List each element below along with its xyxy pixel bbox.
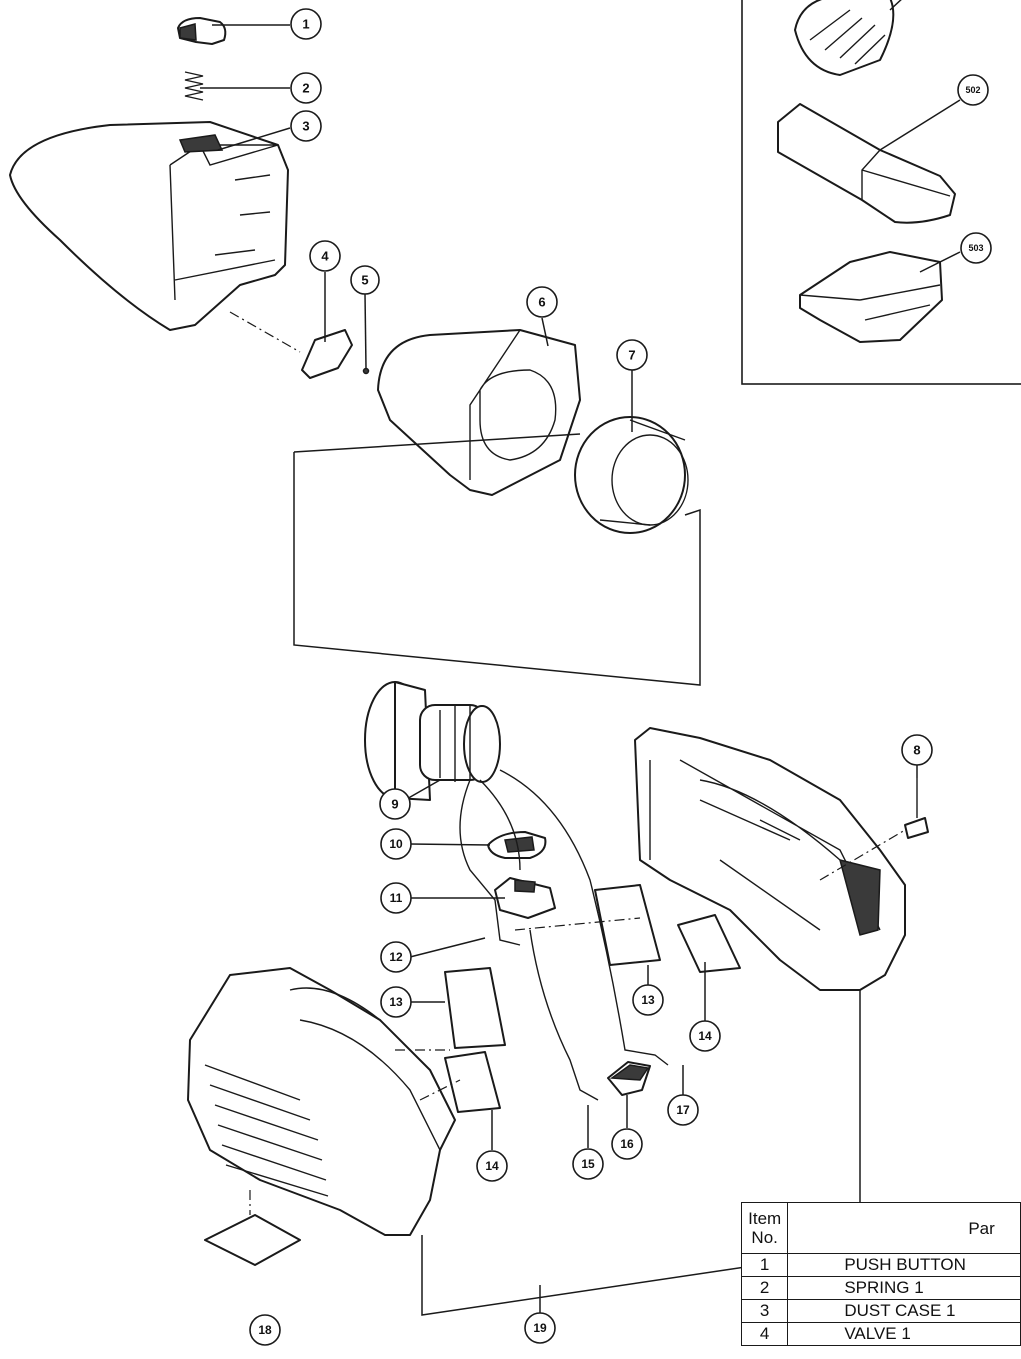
accessory-inset [741, 0, 1021, 385]
svg-text:9: 9 [391, 797, 398, 812]
table-row: 2 SPRING 1 [740, 1276, 1021, 1300]
motor-part [364, 681, 501, 801]
right-handle-housing [634, 727, 906, 991]
filter-cup-part [574, 416, 686, 534]
item-no-header: Item No. [740, 1202, 789, 1254]
wiring-part [459, 769, 669, 1101]
filter-pad-part [594, 884, 661, 966]
svg-text:11: 11 [390, 891, 403, 905]
item-no-cell: 1 [740, 1253, 789, 1277]
svg-text:1: 1 [302, 17, 309, 32]
svg-text:19: 19 [533, 1321, 547, 1335]
callout-11: 11 [380, 882, 412, 914]
left-shell [187, 967, 456, 1236]
svg-text:3: 3 [302, 119, 309, 134]
callout-503: 503 [960, 232, 992, 264]
svg-text:2: 2 [302, 81, 309, 96]
part-name-cell: VALVE 1 [787, 1322, 1021, 1346]
part-name-cell: SPRING 1 [787, 1276, 1021, 1300]
svg-text:6: 6 [538, 295, 545, 310]
switch-part [494, 877, 556, 919]
svg-text:8: 8 [913, 743, 920, 758]
svg-text:5: 5 [361, 273, 368, 288]
callout-19: 19 [524, 1312, 556, 1344]
item-no-cell: 3 [740, 1299, 789, 1323]
callout-14-left: 14 [476, 1150, 508, 1182]
callout-18: 18 [249, 1314, 281, 1346]
callout-10: 10 [380, 828, 412, 860]
table-header-row: Item No. Par [740, 1202, 1021, 1254]
dust-case-part [9, 121, 289, 331]
part-name-cell: DUST CASE 1 [787, 1299, 1021, 1323]
svg-text:503: 503 [968, 243, 983, 253]
callout-3: 3 [290, 110, 322, 142]
callout-16: 16 [611, 1128, 643, 1160]
svg-text:7: 7 [628, 348, 635, 363]
svg-text:16: 16 [620, 1137, 634, 1151]
screw-part [904, 817, 929, 839]
callout-4: 4 [309, 240, 341, 272]
callout-leaders [200, 24, 918, 1150]
spring-part [184, 71, 204, 101]
parts-list-table: Item No. Par 1 PUSH BUTTON 2 SPRING 1 3 … [740, 1202, 1021, 1346]
part-name-cell: PUSH BUTTON [787, 1253, 1021, 1277]
table-row: 1 PUSH BUTTON [740, 1253, 1021, 1277]
svg-text:502: 502 [965, 85, 980, 95]
callout-13-left: 13 [380, 986, 412, 1018]
callout-9: 9 [379, 788, 411, 820]
part-name-header: Par [787, 1202, 1021, 1254]
svg-text:13: 13 [641, 993, 655, 1007]
table-row: 4 VALVE 1 [740, 1322, 1021, 1346]
svg-text:14: 14 [698, 1029, 712, 1043]
svg-text:15: 15 [581, 1157, 595, 1171]
callout-5: 5 [350, 265, 380, 295]
item-no-cell: 2 [740, 1276, 789, 1300]
svg-text:13: 13 [389, 995, 403, 1009]
label-part [204, 1214, 301, 1266]
svg-text:12: 12 [389, 950, 403, 964]
filter-pad-part [677, 914, 741, 973]
svg-text:14: 14 [485, 1159, 499, 1173]
callout-7: 7 [616, 339, 648, 371]
table-row: 3 DUST CASE 1 [740, 1299, 1021, 1323]
valve-part [301, 329, 353, 379]
callout-12: 12 [380, 941, 412, 973]
callout-15: 15 [572, 1148, 604, 1180]
filter-pad-part [444, 1051, 501, 1113]
svg-text:4: 4 [321, 249, 329, 264]
callout-502: 502 [957, 74, 989, 106]
callout-1: 1 [290, 8, 322, 40]
callout-13-right: 13 [632, 984, 664, 1016]
callout-14-right: 14 [689, 1020, 721, 1052]
callout-8: 8 [901, 734, 933, 766]
callout-17: 17 [667, 1094, 699, 1126]
callout-6: 6 [526, 286, 558, 318]
callout-2: 2 [290, 72, 322, 104]
svg-text:10: 10 [389, 837, 403, 851]
svg-text:18: 18 [258, 1323, 272, 1337]
item-no-cell: 4 [740, 1322, 789, 1346]
svg-text:17: 17 [676, 1103, 690, 1117]
filter-pad-part [444, 967, 506, 1049]
